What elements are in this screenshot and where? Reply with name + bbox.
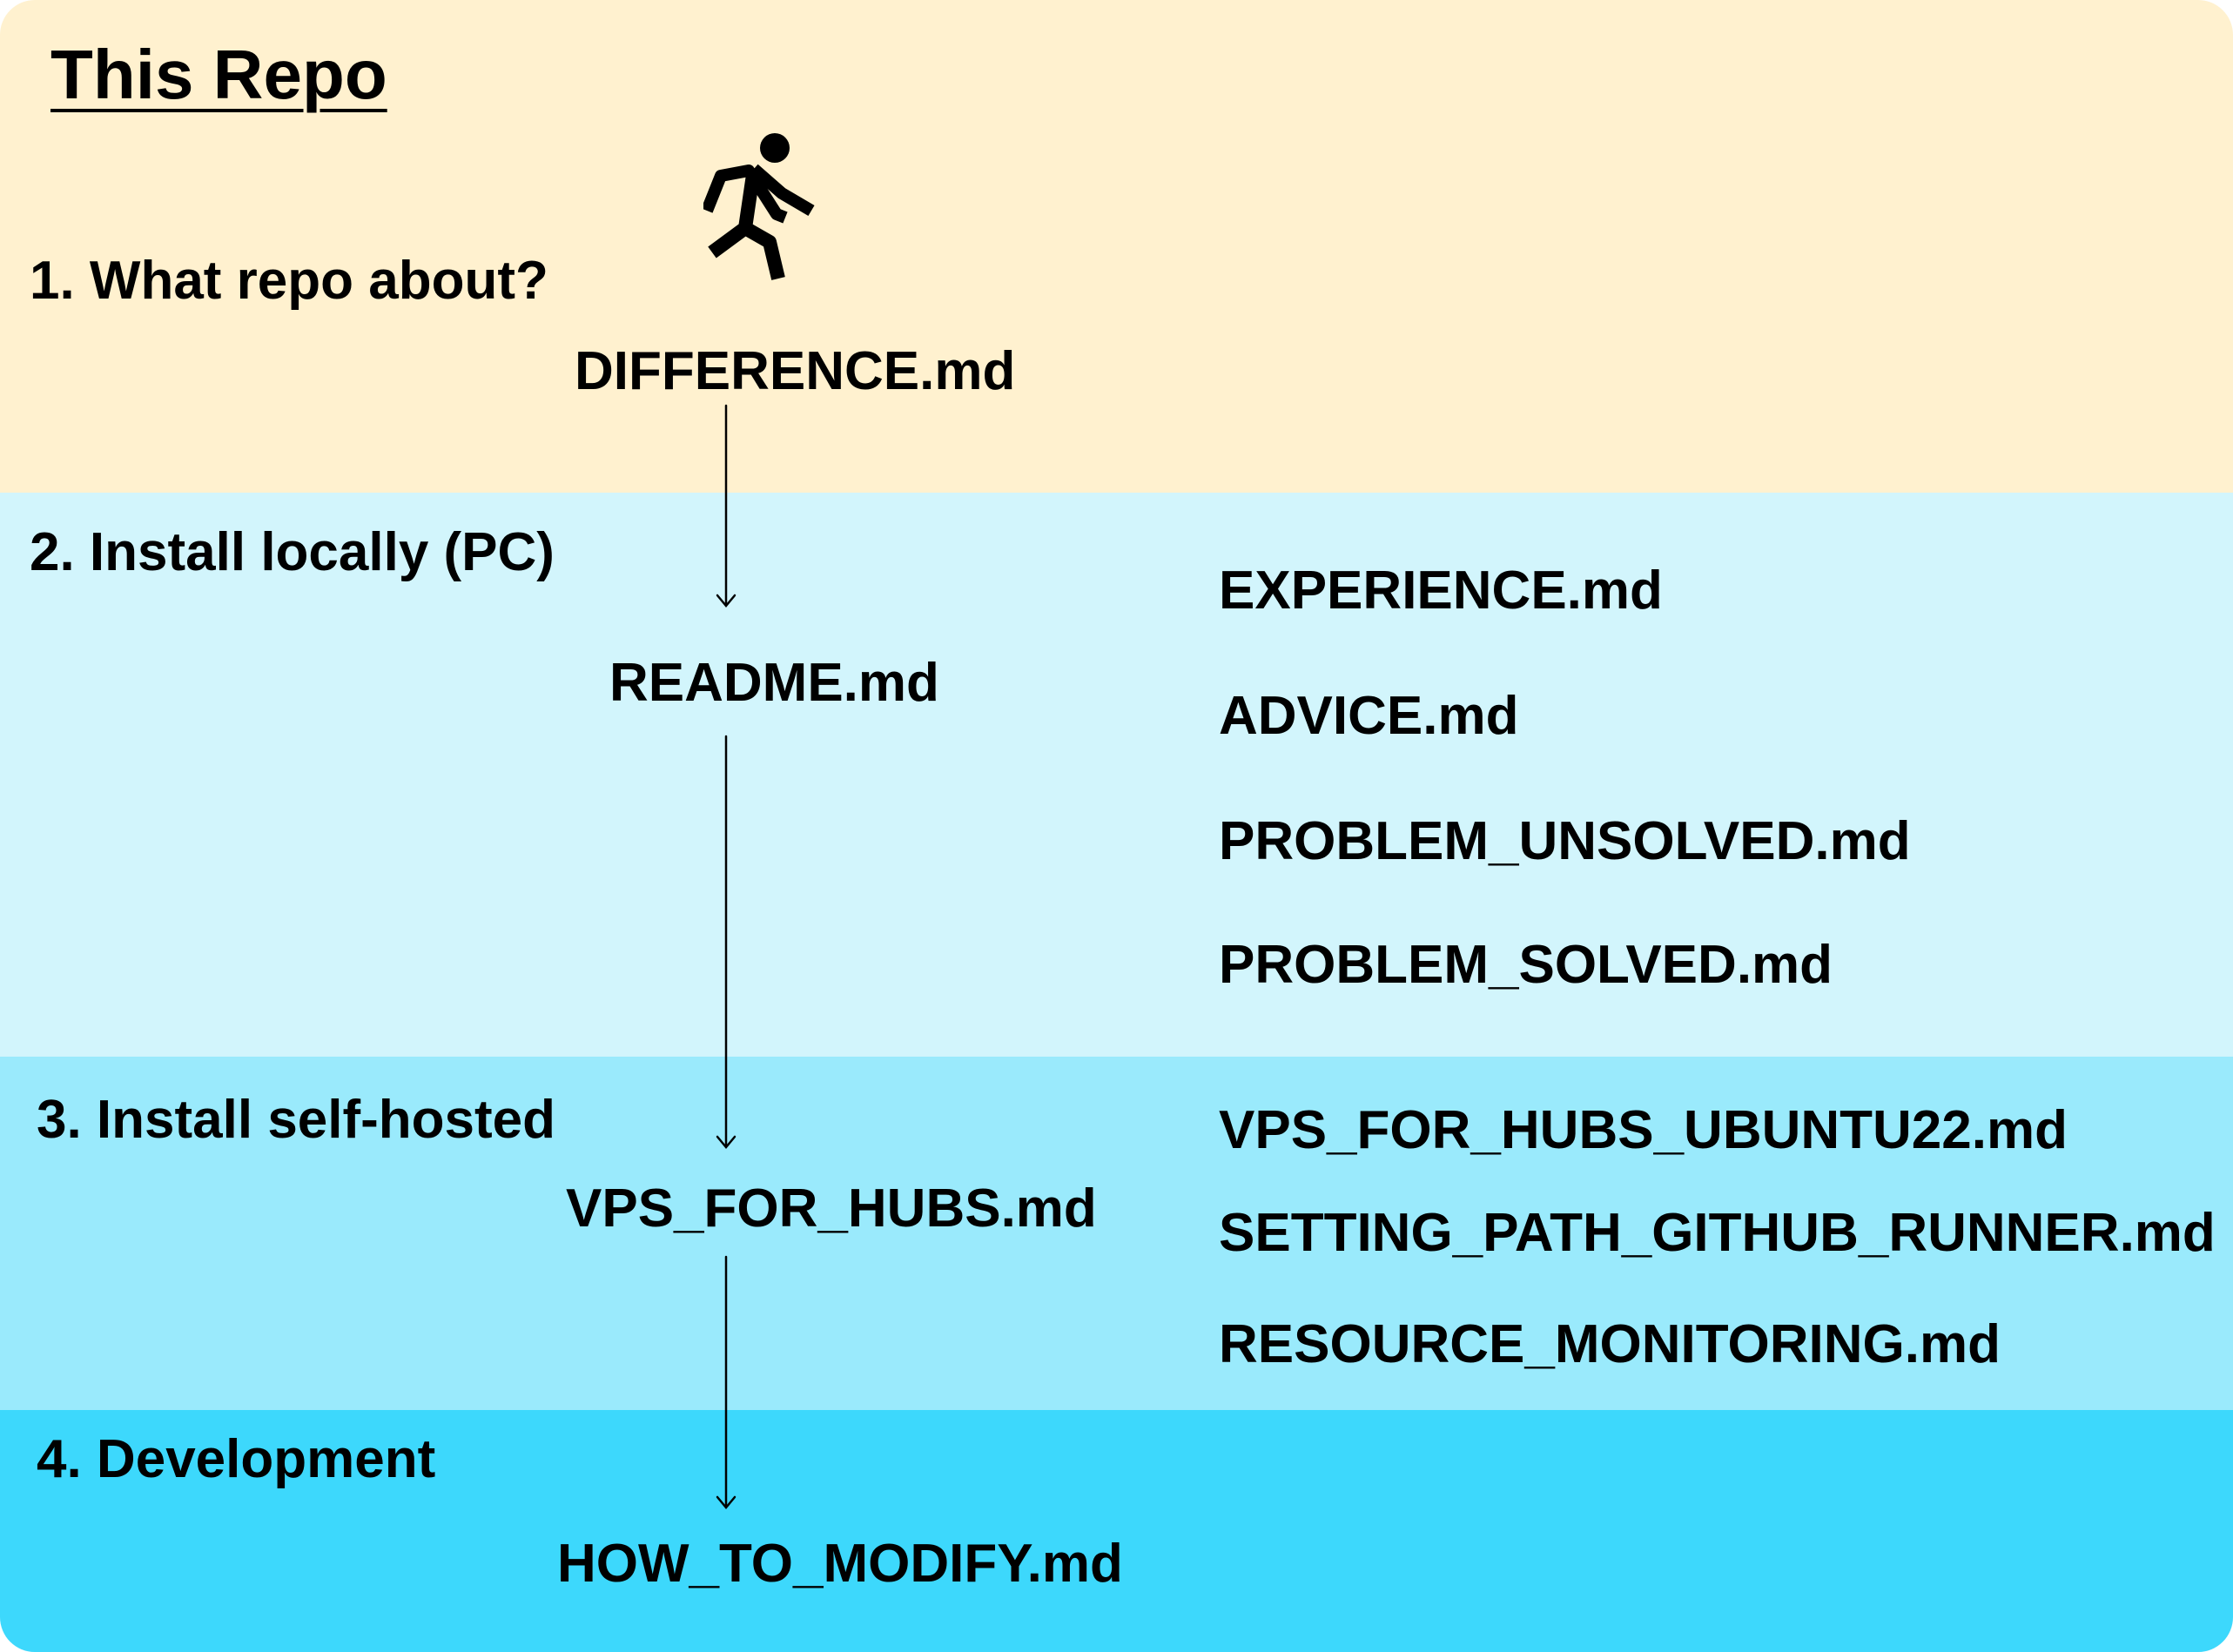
- local-doc-experience[interactable]: EXPERIENCE.md: [1219, 561, 1663, 621]
- arrowhead-how-to-modify: [716, 1495, 736, 1509]
- section-label-install-local: 2. Install locally (PC): [30, 522, 555, 582]
- running-person-icon: [703, 133, 815, 280]
- main-flow-doc-readme[interactable]: README.md: [609, 653, 939, 713]
- local-doc-problem-solved[interactable]: PROBLEM_SOLVED.md: [1219, 935, 1833, 995]
- page-title: This Repo: [50, 36, 387, 113]
- section-label-self-hosted: 3. Install self-hosted: [37, 1090, 556, 1150]
- main-flow-doc-difference[interactable]: DIFFERENCE.md: [575, 341, 1016, 401]
- arrowhead-vps: [716, 1135, 736, 1149]
- main-flow-doc-how-to-modify[interactable]: HOW_TO_MODIFY.md: [557, 1534, 1123, 1594]
- arrowhead-readme: [716, 594, 736, 608]
- section-band-development: [0, 1410, 2233, 1652]
- section-band-about: [0, 0, 2233, 493]
- local-doc-advice[interactable]: ADVICE.md: [1219, 686, 1519, 746]
- section-band-install-local: [0, 493, 2233, 1057]
- local-doc-problem-unsolved[interactable]: PROBLEM_UNSOLVED.md: [1219, 811, 1911, 871]
- section-label-development: 4. Development: [37, 1429, 436, 1489]
- section-label-about: 1. What repo about?: [30, 251, 548, 311]
- selfhosted-doc-resource-monitoring[interactable]: RESOURCE_MONITORING.md: [1219, 1314, 2001, 1374]
- selfhosted-doc-ubuntu22[interactable]: VPS_FOR_HUBS_UBUNTU22.md: [1219, 1100, 2068, 1160]
- section-band-self-hosted: [0, 1057, 2233, 1410]
- main-flow-doc-vps-for-hubs[interactable]: VPS_FOR_HUBS.md: [566, 1179, 1097, 1239]
- selfhosted-doc-github-runner[interactable]: SETTING_PATH_GITHUB_RUNNER.md: [1219, 1203, 2216, 1263]
